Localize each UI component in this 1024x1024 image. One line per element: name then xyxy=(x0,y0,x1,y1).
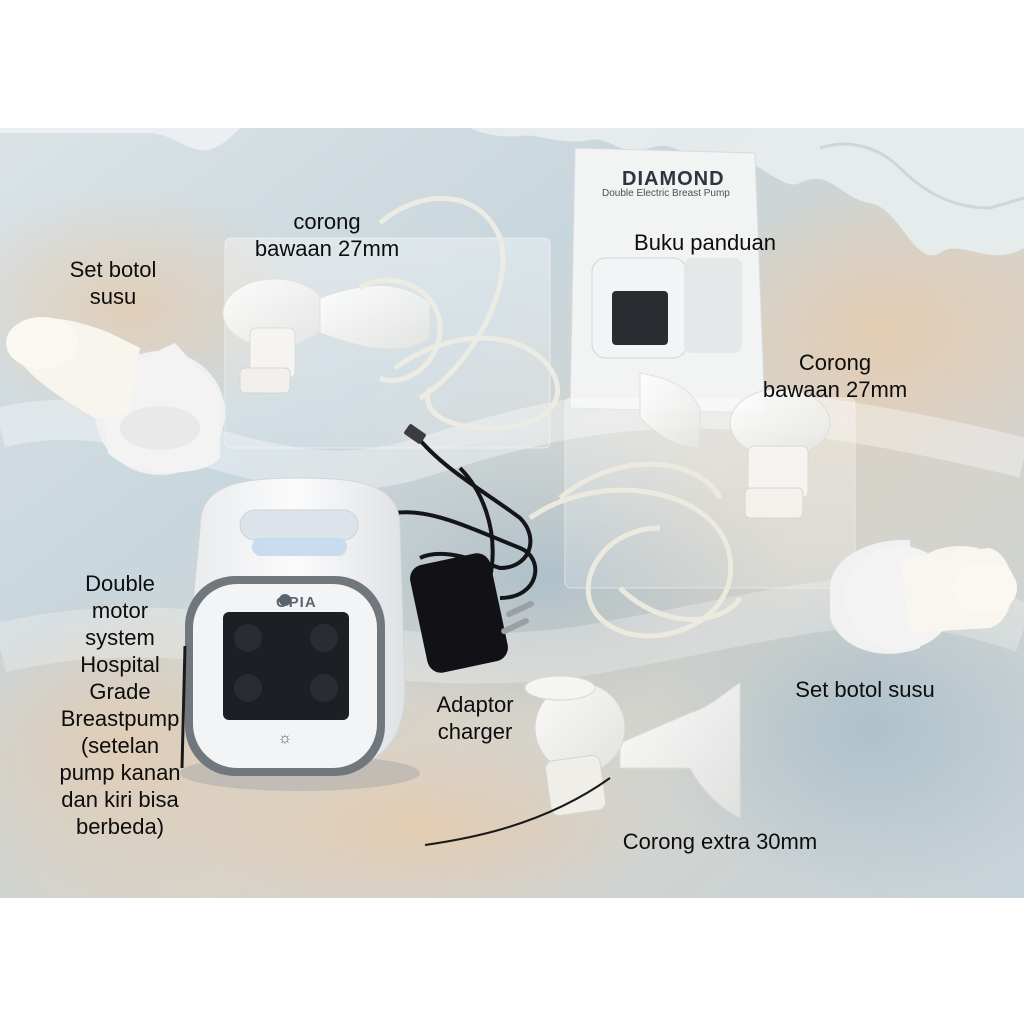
booklet-subtitle: Double Electric Breast Pump xyxy=(602,188,730,199)
photo-illustration xyxy=(0,128,1024,898)
caption-manual: Buku panduan xyxy=(634,230,776,255)
diamond-icon xyxy=(279,594,291,606)
caption-pump-description: Double motor system Hospital Grade Breas… xyxy=(59,571,181,839)
product-photo: OPIA ☼ DIAMOND Double Electric Breast Pu… xyxy=(0,128,1024,898)
caption-bottle-set-left: Set botol susu xyxy=(69,257,157,309)
extra-funnel xyxy=(524,675,741,819)
booklet-title: DIAMOND xyxy=(622,168,725,190)
bottle-set-right xyxy=(830,539,1017,654)
pump-device xyxy=(180,477,420,791)
adaptor-charger xyxy=(394,424,538,673)
bottle-set-left xyxy=(6,317,225,475)
tubes-right xyxy=(528,461,743,639)
caption-funnel-right: Corong bawaan 27mm xyxy=(762,350,908,402)
device-brand-logo: OPIA xyxy=(276,594,317,611)
caption-bottle-set-right: Set botol susu xyxy=(795,677,935,702)
caption-funnel-top-left: corong bawaan 27mm xyxy=(254,209,400,261)
manual-booklet xyxy=(569,147,766,414)
funnel-right xyxy=(639,372,831,519)
caption-adaptor: Adaptor charger xyxy=(436,692,514,744)
lightbulb-icon: ☼ xyxy=(277,730,293,747)
tubes-top xyxy=(358,195,560,431)
caption-extra-funnel: Corong extra 30mm xyxy=(622,829,818,854)
funnel-top-left xyxy=(222,278,431,394)
